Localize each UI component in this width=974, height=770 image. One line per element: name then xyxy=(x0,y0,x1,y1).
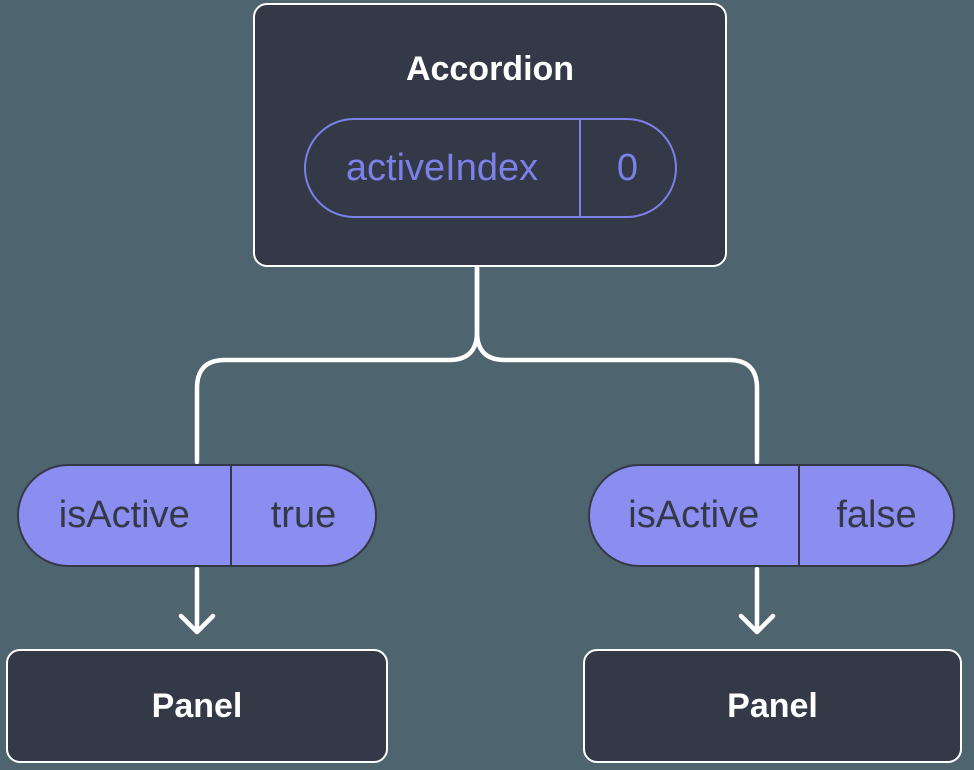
pill-divider xyxy=(229,466,232,565)
arrow-left-head-icon xyxy=(178,613,216,635)
accordion-node: Accordion activeIndex 0 xyxy=(253,3,727,267)
panel-node-title: Panel xyxy=(727,686,818,725)
state-value-label: true xyxy=(270,494,337,536)
prop-value-label: 0 xyxy=(616,146,639,189)
branch-connector-left xyxy=(194,265,480,465)
state-pill-isactive-false: isActive false xyxy=(588,464,955,567)
prop-pill-activeindex: activeIndex 0 xyxy=(303,118,677,218)
branch-connector-right xyxy=(474,265,760,465)
accordion-node-title: Accordion xyxy=(405,50,575,88)
pill-divider xyxy=(578,120,581,216)
arrow-right-head-icon xyxy=(738,613,776,635)
prop-name-label: activeIndex xyxy=(345,146,539,189)
panel-node-title: Panel xyxy=(151,686,243,725)
panel-node-2: Panel xyxy=(583,649,962,763)
state-pill-isactive-true: isActive true xyxy=(17,464,377,567)
state-name-label: isActive xyxy=(628,494,760,536)
pill-divider xyxy=(797,466,800,565)
state-value-label: false xyxy=(836,494,917,536)
state-name-label: isActive xyxy=(58,494,190,536)
panel-node-1: Panel xyxy=(6,649,388,763)
